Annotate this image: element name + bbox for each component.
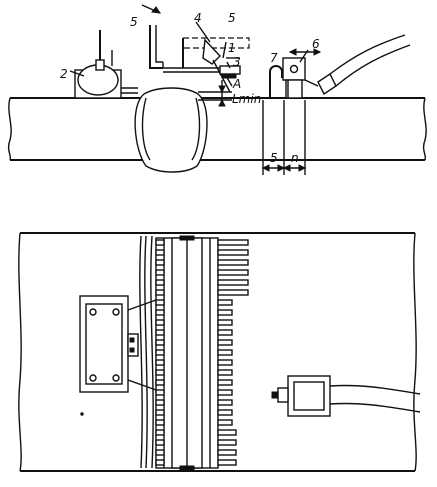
label-dim-n: n <box>291 151 299 165</box>
label-dim-5: 5 <box>270 151 278 165</box>
leader-lines <box>69 21 309 87</box>
label-item-5-right: 5 <box>228 11 236 25</box>
comb-tooth-right <box>217 299 233 306</box>
comb-tooth-left <box>155 449 165 456</box>
comb-tooth-right <box>217 239 249 246</box>
comb-tooth-right <box>217 369 233 376</box>
item-2-clamp <box>74 30 138 99</box>
item-5-strip-left <box>149 25 164 69</box>
label-l-min: Lmin <box>232 92 261 106</box>
comb-tooth-left <box>155 339 165 346</box>
comb-tooth-right <box>217 399 233 406</box>
comb-tooth-right <box>217 349 233 356</box>
comb-tooth-right <box>217 279 249 286</box>
comb-tooth-left <box>155 279 165 286</box>
label-item-3: 3 <box>233 55 241 69</box>
comb-tooth-right <box>217 289 249 296</box>
comb-tooth-right <box>217 359 233 366</box>
bottom-dimensions <box>261 100 307 175</box>
plan-clamp <box>79 295 157 393</box>
comb-tooth-left <box>155 329 165 336</box>
comb-tooth-left <box>155 249 165 256</box>
comb-tooth-left <box>155 349 165 356</box>
comb-tooth-right <box>217 459 237 466</box>
side-elevation-view: 5 2 4 5 1 3 A Lmin 7 6 5 n <box>7 4 427 175</box>
comb-tooth-left <box>155 359 165 366</box>
comb-tooth-left <box>155 299 165 306</box>
label-item-2: 2 <box>60 67 68 81</box>
item-6-sensor <box>282 34 411 99</box>
comb-tooth-left <box>155 309 165 316</box>
comb-tooth-right <box>217 309 233 316</box>
plate-bar <box>7 97 427 161</box>
comb-tooth-left <box>155 239 165 246</box>
item-1-3-assembly <box>219 57 241 79</box>
comb-tooth-right <box>217 259 249 266</box>
comb-tooth-left <box>155 429 165 436</box>
plan-plate <box>18 232 417 472</box>
label-item-6: 6 <box>312 37 320 51</box>
comb-tooth-left <box>155 459 165 466</box>
comb-tooth-left <box>155 389 165 396</box>
l-min-dimension <box>198 80 232 107</box>
comb-tooth-right <box>217 269 249 276</box>
comb-tooth-left <box>155 409 165 416</box>
item-7-hook <box>269 65 283 98</box>
comb-tooth-right <box>217 409 233 416</box>
label-point-a: A <box>232 77 241 91</box>
comb-tooth-left <box>155 259 165 266</box>
comb-tooth-left <box>155 419 165 426</box>
comb-tooth-right <box>217 389 233 396</box>
plan-view <box>18 232 421 472</box>
comb-tooth-left <box>155 379 165 386</box>
comb-tooth-right <box>217 319 233 326</box>
comb-tooth-right <box>217 339 233 346</box>
label-item-5-left: 5 <box>130 15 138 29</box>
comb-tooth-left <box>155 269 165 276</box>
weld-seam <box>139 235 154 469</box>
comb-tooth-right <box>217 419 233 426</box>
motion-arrow <box>141 4 162 14</box>
comb-tooth-right <box>217 429 237 436</box>
comb-tooth-left <box>155 369 165 376</box>
comb-teeth <box>155 239 249 466</box>
comb-tooth-right <box>217 439 237 446</box>
comb-tooth-left <box>155 439 165 446</box>
comb-tooth-right <box>217 329 233 336</box>
label-item-1: 1 <box>228 41 236 55</box>
contact-comb <box>155 235 249 471</box>
label-item-4: 4 <box>194 11 202 25</box>
comb-tooth-left <box>155 289 165 296</box>
plan-sensor <box>271 375 421 417</box>
comb-tooth-right <box>217 449 237 456</box>
comb-tooth-left <box>155 319 165 326</box>
comb-tooth-left <box>155 399 165 406</box>
weld-joint <box>134 87 208 173</box>
comb-tooth-right <box>217 249 249 256</box>
reference-dot <box>80 412 84 416</box>
comb-tooth-right <box>217 379 233 386</box>
label-item-7: 7 <box>270 51 278 65</box>
